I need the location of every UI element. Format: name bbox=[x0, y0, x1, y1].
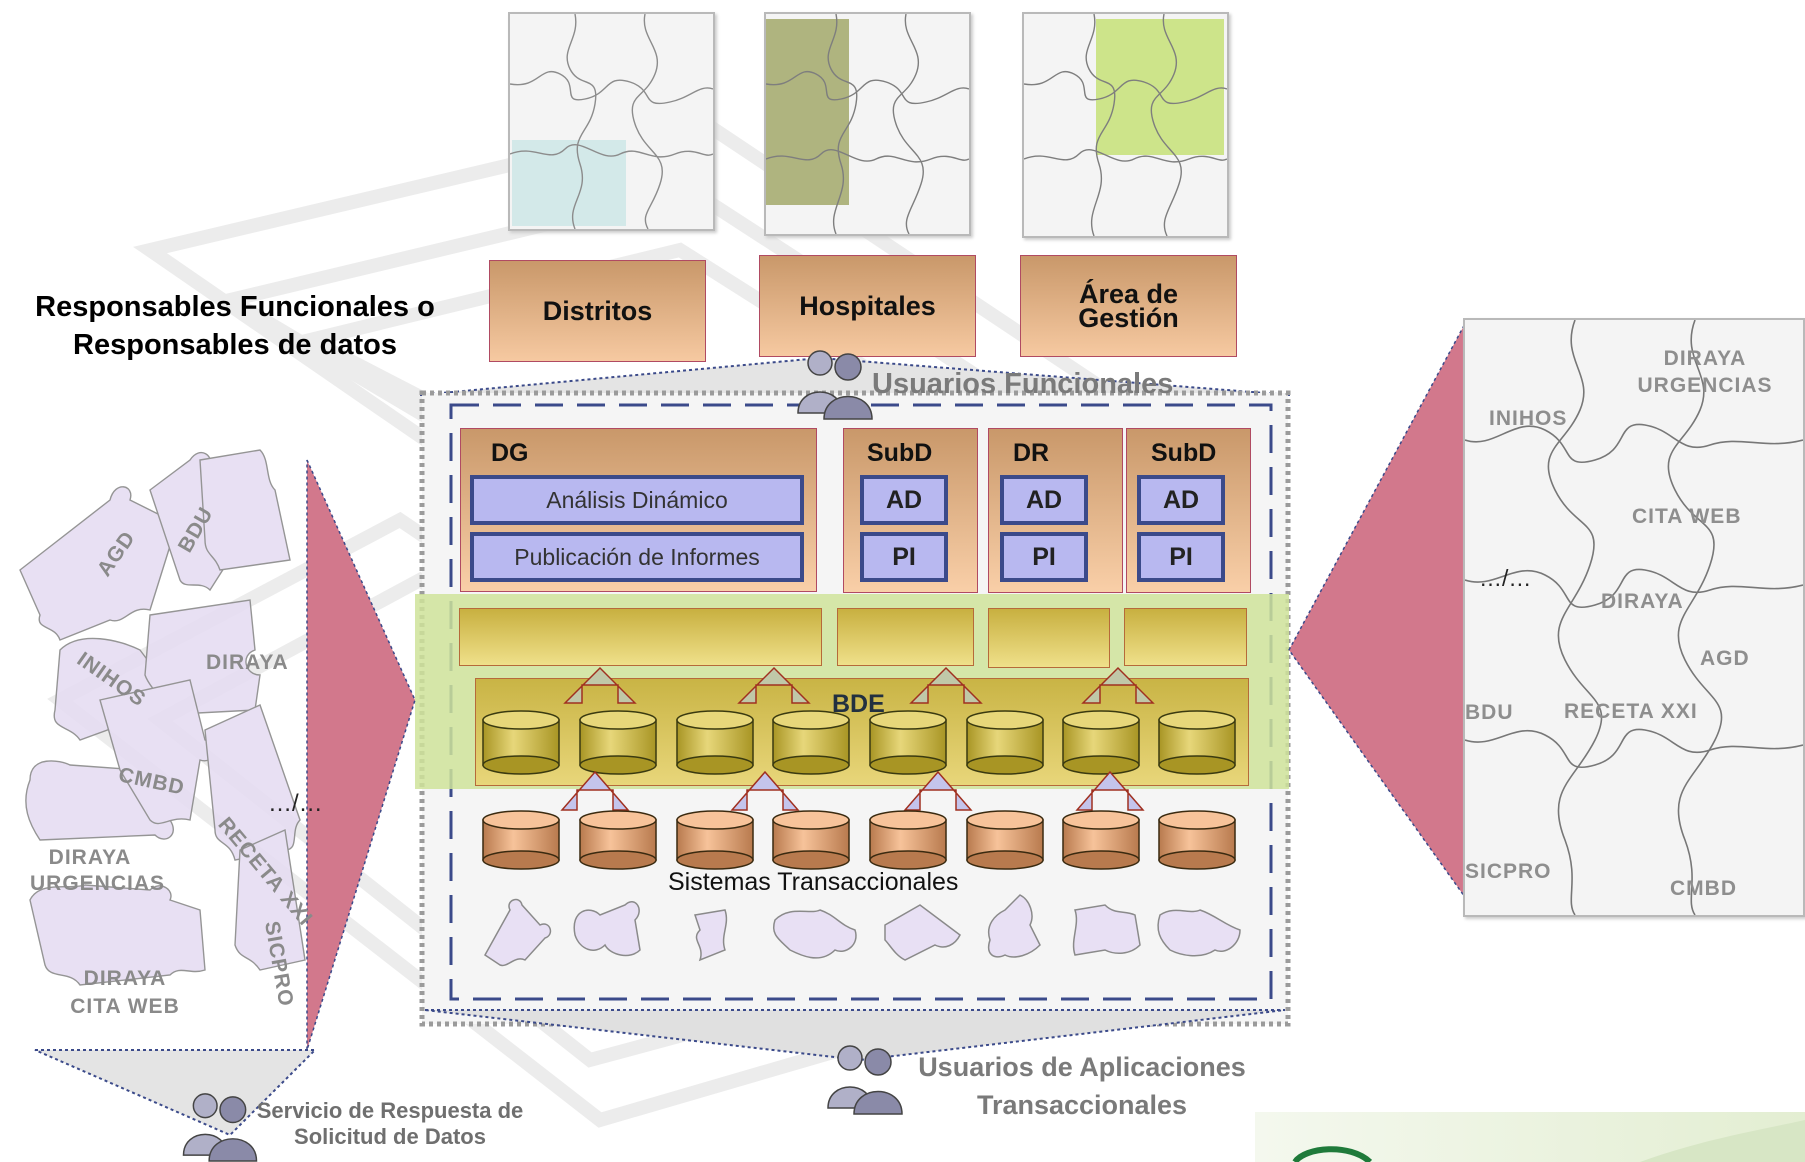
piece-label-agd: AGD bbox=[1700, 647, 1750, 670]
data-mart-box bbox=[837, 608, 974, 666]
tool-pi: PI bbox=[1000, 532, 1088, 582]
transactional-users-funnel bbox=[424, 1009, 1286, 1062]
label-line: Usuarios de Aplicaciones bbox=[918, 1052, 1246, 1082]
piece-label-cita-web: CITA WEB bbox=[1632, 505, 1742, 528]
logo-icon bbox=[1292, 1146, 1373, 1162]
data-service-label: Servicio de Respuesta de Solicitud de Da… bbox=[240, 1098, 540, 1150]
users-icon bbox=[182, 1093, 258, 1162]
tool-publicacion-informes: Publicación de Informes bbox=[470, 532, 804, 582]
puzzle-icon bbox=[766, 14, 969, 234]
org-box-hospitales: Hospitales bbox=[759, 255, 976, 357]
tool-analisis-dinamico: Análisis Dinámico bbox=[470, 475, 804, 525]
database-icon bbox=[482, 810, 1236, 870]
highlight-area bbox=[766, 19, 849, 205]
puzzle-frame-distritos bbox=[508, 12, 715, 231]
piece-label-diraya-urgencias: DIRAYA URGENCIAS bbox=[1637, 347, 1773, 397]
org-box-label: Área de Gestión bbox=[1078, 279, 1179, 333]
piece-label-diraya-urgencias: DIRAYA URGENCIAS bbox=[30, 846, 166, 895]
tool-ad: AD bbox=[1137, 475, 1225, 525]
piece-label-sicpro: SICPRO bbox=[1465, 860, 1552, 883]
puzzle-icon bbox=[1024, 14, 1227, 236]
department-subd-2: SubD AD PI bbox=[1126, 428, 1251, 593]
heading-line: Responsables de datos bbox=[73, 329, 397, 361]
transactional-systems-label: Sistemas Transaccionales bbox=[668, 868, 959, 896]
piece-label-cmbd: CMBD bbox=[1670, 877, 1737, 900]
label-line: Transaccionales bbox=[976, 1090, 1188, 1120]
right-puzzle-frame: DIRAYA URGENCIAS INIHOS CITA WEB …/… DIR… bbox=[1463, 318, 1805, 917]
tool-ad: AD bbox=[860, 475, 948, 525]
right-funnel bbox=[1288, 319, 1468, 903]
transactional-users-label: Usuarios de Aplicaciones Transaccionales bbox=[892, 1048, 1272, 1124]
puzzle-frame-area-gestion bbox=[1022, 12, 1229, 238]
puzzle-frame-hospitales bbox=[764, 12, 971, 236]
left-puzzle-pieces bbox=[19, 449, 306, 986]
piece-label-diraya: DIRAYA bbox=[206, 651, 289, 674]
org-box-area-gestion: Área de Gestión bbox=[1020, 255, 1237, 357]
heading-responsables: Responsables Funcionales o Responsables … bbox=[0, 288, 470, 364]
arrow-up-icon bbox=[563, 666, 1155, 704]
data-mart-box bbox=[459, 608, 822, 666]
department-title: SubD bbox=[1151, 439, 1217, 467]
highlight-area bbox=[512, 140, 626, 226]
users-icon bbox=[797, 350, 873, 420]
puzzle-icon bbox=[484, 894, 1241, 967]
data-mart-box bbox=[988, 608, 1110, 668]
heading-line: Responsables Funcionales o bbox=[35, 291, 435, 323]
label-line: Servicio de Respuesta de bbox=[256, 1098, 524, 1123]
piece-label-inihos: INIHOS bbox=[1489, 407, 1568, 430]
piece-label-diraya: DIRAYA bbox=[1601, 590, 1684, 613]
data-mart-box bbox=[1124, 608, 1247, 666]
department-title: SubD bbox=[867, 439, 933, 467]
puzzle-icon bbox=[1465, 320, 1803, 915]
department-title: DG bbox=[491, 439, 529, 467]
logo-swoosh bbox=[1640, 1120, 1805, 1162]
tool-ad: AD bbox=[1000, 475, 1088, 525]
tool-pi: PI bbox=[860, 532, 948, 582]
users-icon bbox=[827, 1045, 903, 1115]
left-funnel bbox=[306, 459, 416, 1051]
org-box-label: Hospitales bbox=[799, 291, 936, 321]
tool-pi: PI bbox=[1137, 532, 1225, 582]
piece-label-more: …/… bbox=[268, 790, 323, 817]
org-box-label: Distritos bbox=[542, 296, 653, 326]
puzzle-icon bbox=[510, 14, 713, 229]
piece-label-cita-web: DIRAYA CITA WEB bbox=[70, 967, 180, 1018]
bde-label: BDE bbox=[832, 690, 885, 718]
functional-users-label: Usuarios Funcionales bbox=[872, 368, 1174, 400]
department-title: DR bbox=[1013, 439, 1050, 467]
piece-label-receta: RECETA XXI bbox=[1564, 700, 1698, 723]
department-dg: DG Análisis Dinámico Publicación de Info… bbox=[460, 428, 817, 592]
piece-label-more: …/… bbox=[1479, 565, 1532, 591]
highlight-area bbox=[1096, 19, 1224, 155]
label-line: Solicitud de Datos bbox=[294, 1124, 486, 1149]
org-box-distritos: Distritos bbox=[489, 260, 706, 362]
arrow-up-icon bbox=[560, 770, 1145, 811]
department-subd-1: SubD AD PI bbox=[843, 428, 978, 593]
database-icon bbox=[482, 710, 1236, 775]
department-dr: DR AD PI bbox=[988, 428, 1123, 593]
piece-label-bdu: BDU bbox=[1465, 701, 1514, 724]
